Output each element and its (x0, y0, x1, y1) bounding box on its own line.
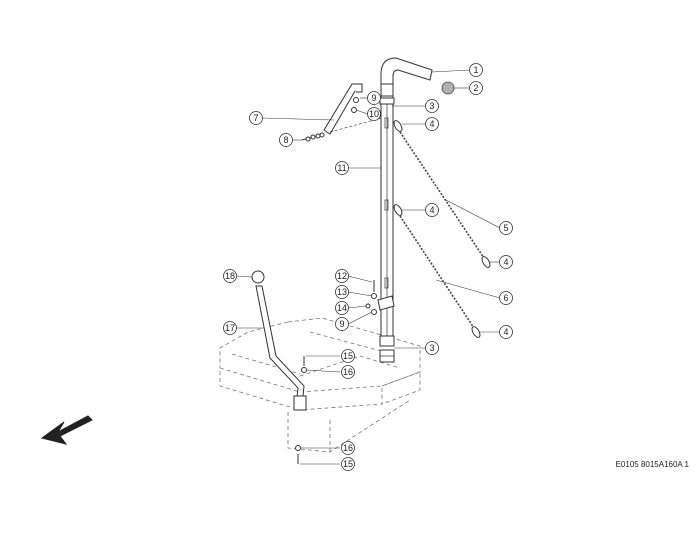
callout-c15a: 15 (341, 349, 355, 363)
callout-label: 4 (429, 119, 434, 129)
callout-label: 3 (429, 101, 434, 111)
callout-c9b: 9 (335, 317, 349, 331)
hook-arm (379, 57, 433, 105)
callout-c8: 8 (279, 133, 293, 147)
arrow-down-left-icon (40, 415, 93, 445)
callout-c11: 11 (335, 161, 349, 175)
callout-c4b: 4 (425, 203, 439, 217)
chain-upper (393, 120, 491, 268)
callout-c5: 5 (499, 221, 513, 235)
callout-c18: 18 (223, 269, 237, 283)
lever-knob (251, 270, 265, 284)
bracket (323, 83, 383, 135)
phantom-frame (219, 317, 421, 453)
bolt-assembly (301, 132, 325, 142)
callout-label: 4 (503, 327, 508, 337)
callout-label: 7 (253, 113, 258, 123)
callout-c14: 14 (335, 301, 349, 315)
callout-label: 2 (473, 83, 478, 93)
callout-label: 16 (343, 367, 353, 377)
side-lever (255, 285, 307, 411)
callout-label: 18 (225, 271, 235, 281)
callout-label: 14 (337, 303, 347, 313)
callout-label: 1 (473, 65, 478, 75)
chain-lower (393, 204, 481, 338)
callout-c7: 7 (249, 111, 263, 125)
callout-c9a: 9 (367, 91, 381, 105)
callout-label: 4 (429, 205, 434, 215)
callout-label: 17 (225, 323, 235, 333)
callout-c16a: 16 (341, 365, 355, 379)
callout-c4a: 4 (425, 117, 439, 131)
callout-label: 9 (371, 93, 376, 103)
callout-c17: 17 (223, 321, 237, 335)
callout-label: 5 (503, 223, 508, 233)
callout-c3b: 3 (425, 341, 439, 355)
callout-c1: 1 (469, 63, 483, 77)
callout-c12: 12 (335, 269, 349, 283)
callout-c13: 13 (335, 285, 349, 299)
callout-c15b: 15 (341, 457, 355, 471)
callout-label: 13 (337, 287, 347, 297)
cap-ball (441, 81, 455, 95)
callout-label: 9 (339, 319, 344, 329)
callout-c6: 6 (499, 291, 513, 305)
callout-label: 3 (429, 343, 434, 353)
callout-c3a: 3 (425, 99, 439, 113)
callout-label: 4 (503, 257, 508, 267)
callout-label: 12 (337, 271, 347, 281)
callout-c16b: 16 (341, 441, 355, 455)
callout-c2: 2 (469, 81, 483, 95)
callout-label: 16 (343, 443, 353, 453)
callout-label: 15 (343, 459, 353, 469)
callout-label: 10 (369, 109, 379, 119)
callout-c10: 10 (367, 107, 381, 121)
callout-label: 8 (283, 135, 288, 145)
callout-label: 15 (343, 351, 353, 361)
callout-label: 11 (337, 163, 346, 173)
callout-c4c: 4 (499, 255, 513, 269)
main-post (379, 103, 395, 363)
callout-c4d: 4 (499, 325, 513, 339)
drawing-code: E0105 8015A160A 1 (616, 460, 690, 469)
leader-lines (235, 69, 501, 465)
callout-label: 6 (503, 293, 508, 303)
